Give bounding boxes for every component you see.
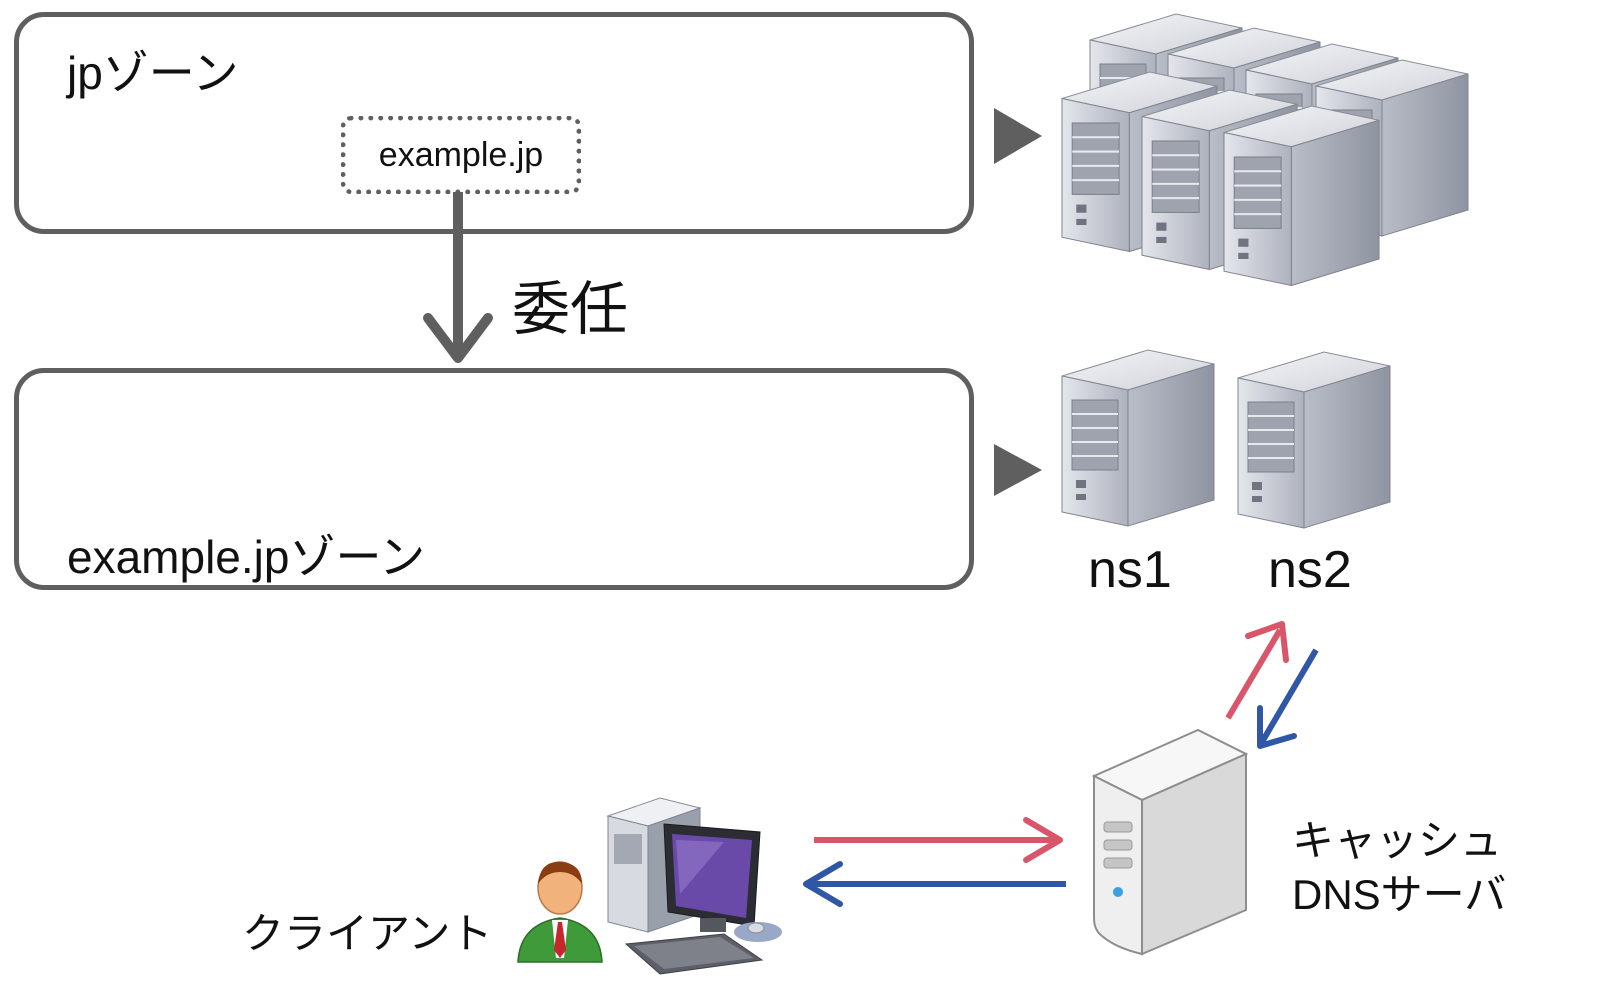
- zone-to-servers-pointer-jp: [994, 108, 1042, 164]
- desktop-computer-icon: [606, 797, 782, 975]
- cache-dns-server-icon: [1091, 728, 1249, 956]
- example-zone-title: example.jpゾーン: [67, 531, 426, 583]
- zone-to-servers-pointer-example: [994, 444, 1042, 496]
- person-icon: [517, 861, 603, 963]
- server-tower-icon: [1060, 70, 1219, 253]
- cache-server-label-line1: キャッシュ: [1292, 817, 1503, 864]
- response-arrow-to-client: [803, 861, 1066, 907]
- ns1-label: ns1: [1088, 541, 1172, 599]
- server-tower-icon: [1167, 27, 1321, 205]
- server-tower-icon: [1140, 88, 1299, 271]
- example-zone-box: example.jpゾーン: [14, 368, 974, 590]
- server-tower-icon: [1222, 104, 1381, 287]
- delegated-entry-box: example.jp: [341, 116, 581, 194]
- client-label: クライアント: [242, 910, 493, 957]
- query-arrow-to-ns: [1225, 621, 1289, 720]
- jp-zone-box: jpゾーン example.jp: [14, 12, 974, 234]
- ns1-server-icon: [1061, 349, 1215, 527]
- server-tower-icon: [1089, 13, 1243, 191]
- ns2-label: ns2: [1268, 541, 1352, 599]
- cache-server-label-line2: DNSサーバ: [1292, 871, 1507, 918]
- jp-zone-servers: [1060, 13, 1469, 287]
- delegation-label: 委任: [512, 277, 629, 342]
- jp-zone-title: jpゾーン: [67, 47, 239, 99]
- response-arrow-from-ns: [1257, 648, 1319, 749]
- server-tower-icon: [1245, 43, 1399, 221]
- cache-server-label: キャッシュ DNSサーバ: [1292, 814, 1506, 922]
- delegated-entry-label: example.jp: [378, 135, 544, 174]
- query-arrow-to-cache: [814, 817, 1063, 863]
- server-tower-icon: [1315, 59, 1469, 237]
- ns2-server-icon: [1237, 351, 1391, 529]
